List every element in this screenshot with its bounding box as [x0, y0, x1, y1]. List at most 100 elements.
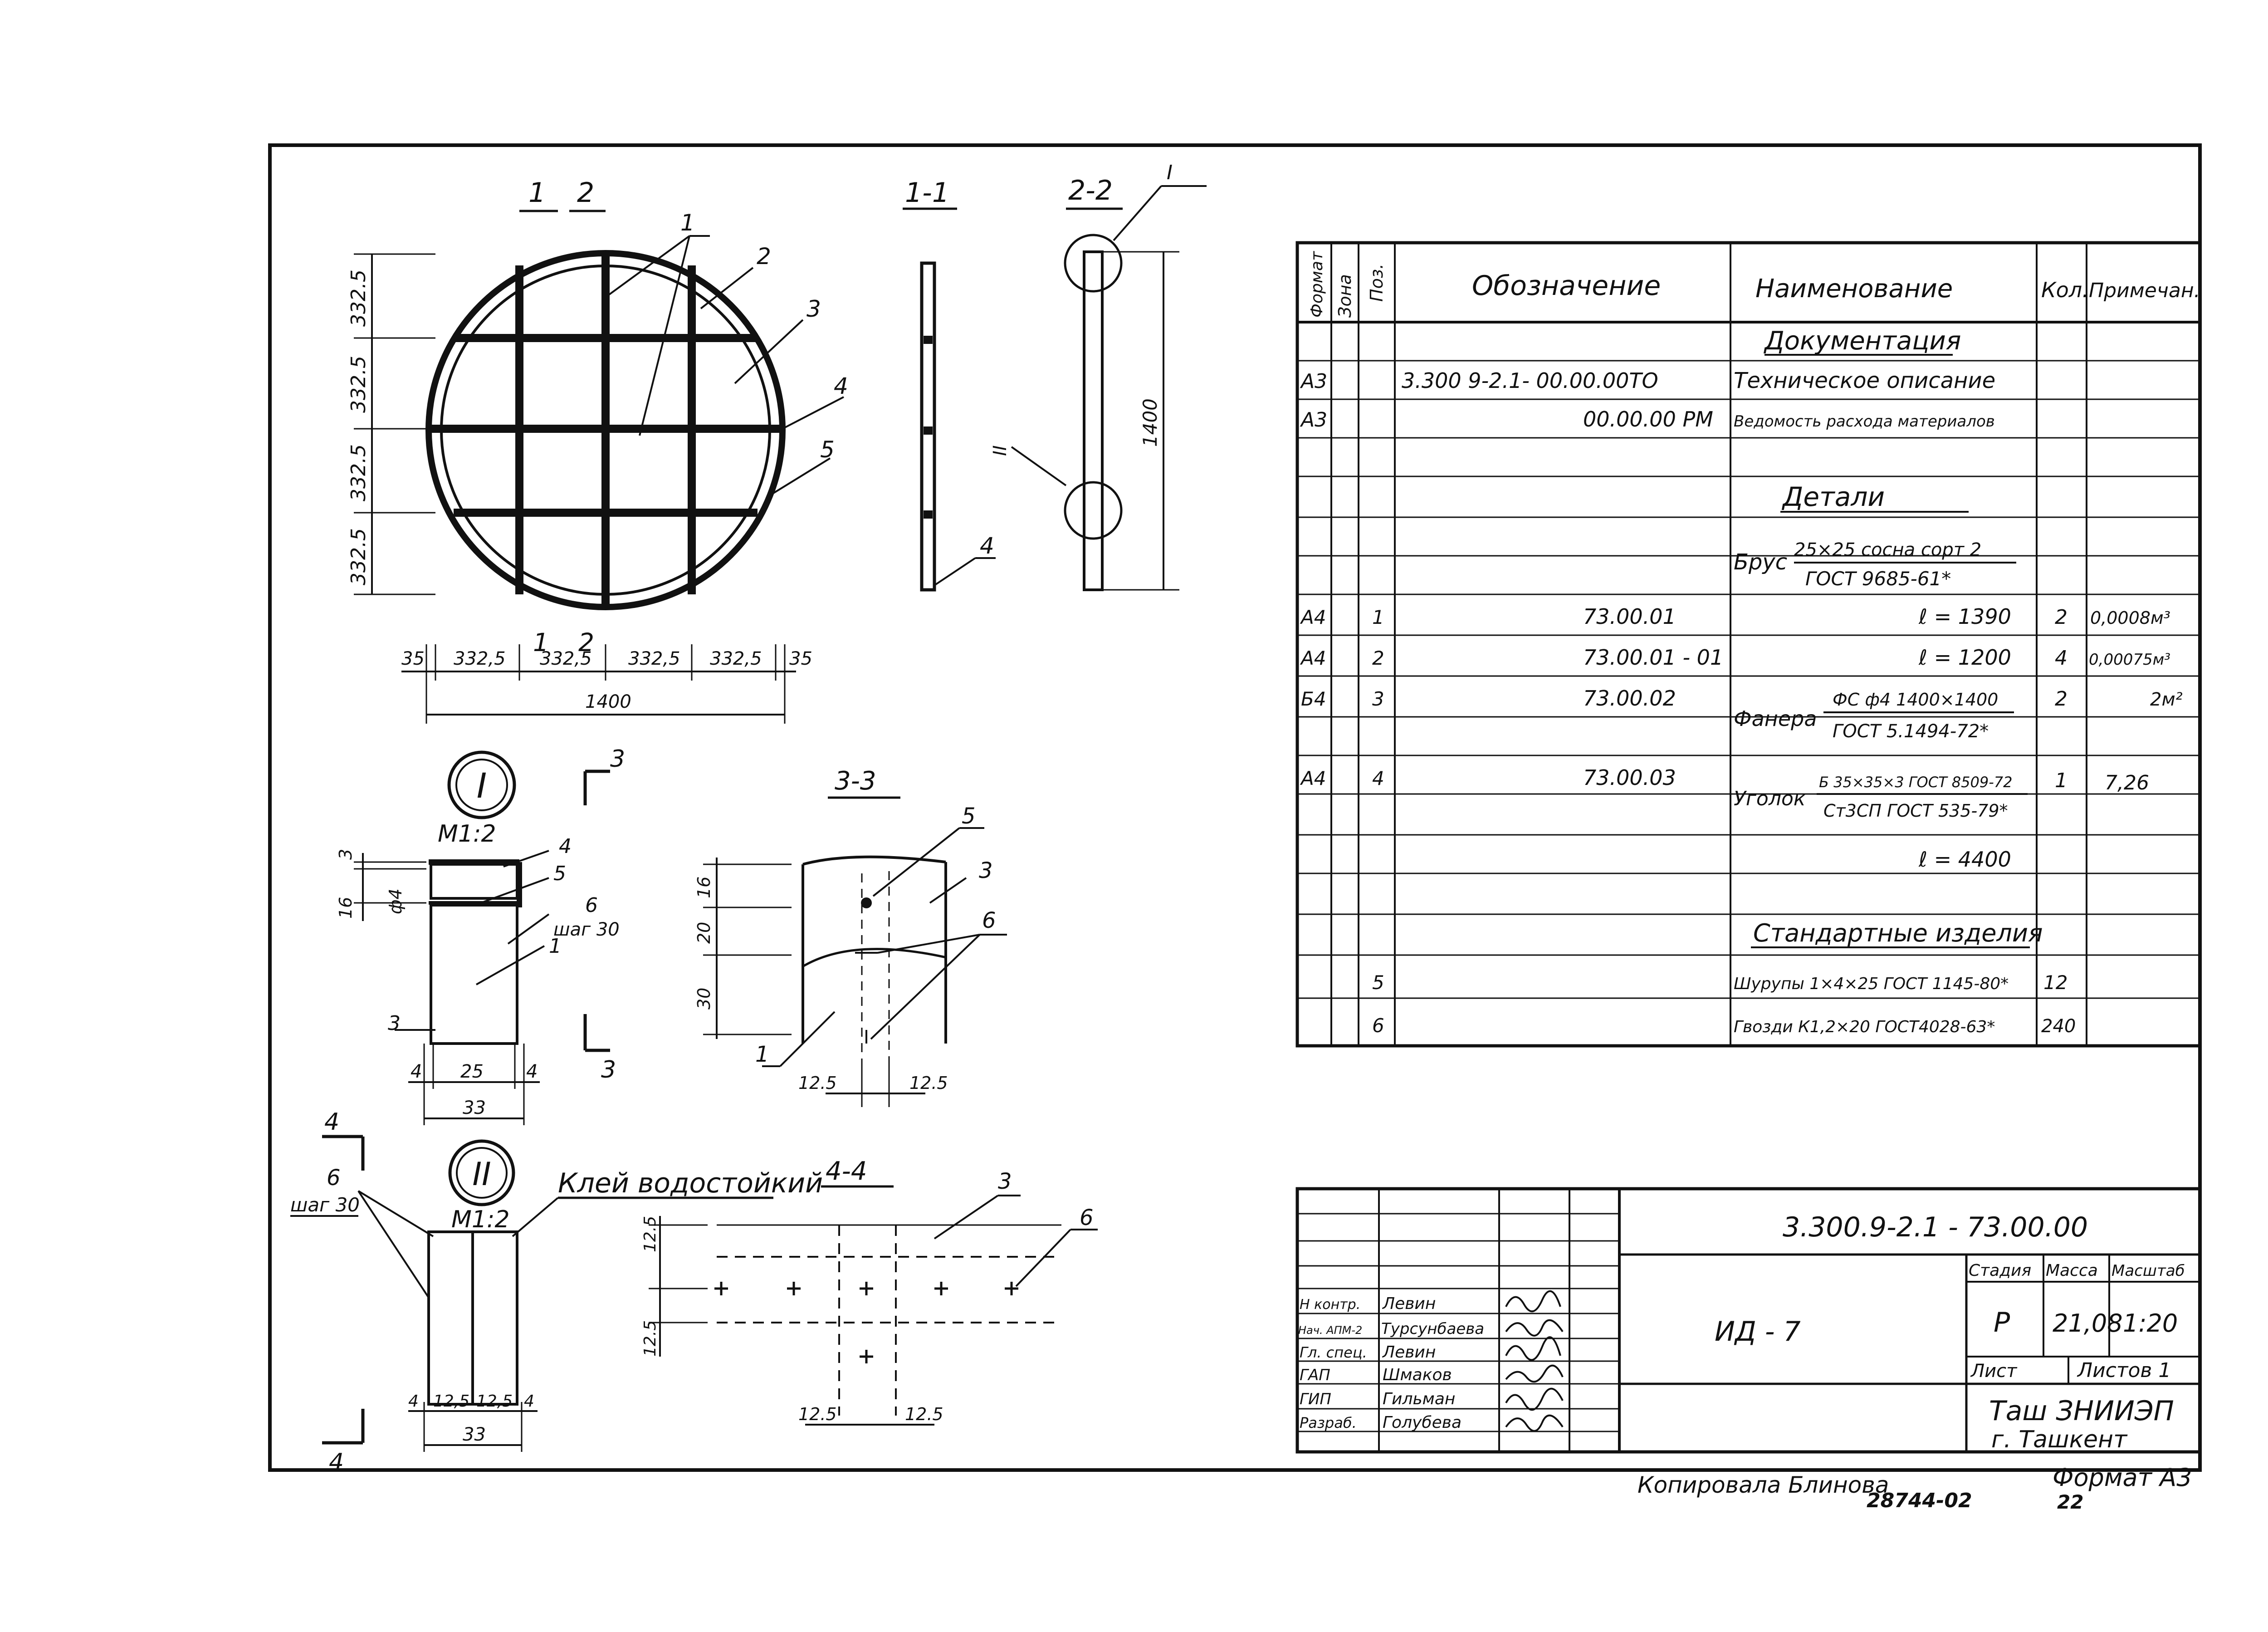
plan-pos-2: 2 [757, 243, 771, 270]
spec-p2-pos: 2 [1372, 647, 1384, 669]
tb-item: ИД - 7 [1715, 1316, 1801, 1348]
tb-role-3: ГАП [1300, 1366, 1330, 1384]
spec-p1-note: 0,0008м³ [2090, 608, 2170, 628]
spec-p2-note: 0,00075м³ [2089, 651, 2170, 669]
detail-I-dim-phi: ф4 [386, 888, 406, 914]
spec-row-materials-format: А3 [1300, 408, 1327, 431]
tb-mass-label: Масса [2046, 1261, 2098, 1280]
section-3-3-dim-b2: 12.5 [909, 1073, 948, 1093]
spec-p4-qty: 1 [2055, 769, 2068, 792]
spec-p3-pos: 3 [1372, 688, 1384, 710]
detail-II-roman: II [472, 1156, 491, 1193]
detail-I-cut-top: 3 [610, 745, 625, 773]
section-1-1: 1-1 4 [903, 177, 996, 592]
spec-p5-pos: 5 [1372, 971, 1384, 994]
spec-brus-name: Брус [1734, 549, 1787, 575]
section-4-4-title: 4-4 [826, 1157, 867, 1186]
spec-p1-qty: 2 [2055, 606, 2068, 629]
section-3-3-pos-3: 3 [979, 858, 993, 883]
tb-role-4: ГИП [1300, 1390, 1331, 1408]
tb-name-5: Голубева [1383, 1413, 1461, 1432]
spec-section-standard: Стандартные изделия [1753, 919, 2043, 947]
plan-dim-v-2: 332.5 [347, 356, 370, 413]
tb-city: г. Ташкент [1991, 1426, 2128, 1453]
spec-p3-note: 2м² [2150, 689, 2183, 710]
section-4-4-dim-l2: 12.5 [641, 1320, 660, 1357]
spec-brus-top: 25×25 сосна сорт 2 [1794, 539, 1981, 560]
plan-dim-h-4: 332,5 [628, 648, 680, 669]
plan-dim-h-2: 332,5 [454, 648, 506, 669]
section-2-2-callout-I: I [1167, 161, 1173, 184]
tb-role-5: Разраб. [1300, 1414, 1357, 1431]
spec-p4-top: Б 35×35×3 ГОСТ 8509-72 [1819, 774, 2013, 791]
spec-row-materials-name: Ведомость расхода материалов [1734, 412, 1995, 431]
plan-cut-2-top: 2 [577, 177, 594, 209]
tb-name-0: Левин [1382, 1294, 1436, 1313]
spec-p2-designation: 73.00.01 - 01 [1583, 645, 1723, 670]
section-4-4-pos-3: 3 [998, 1169, 1012, 1194]
detail-II-dim-b3: 12,5 [476, 1392, 513, 1411]
spec-p5-name: Шурупы 1×4×25 ГОСТ 1145-80* [1734, 975, 2009, 993]
section-3-3-dim-b1: 12.5 [798, 1073, 837, 1093]
tb-name-1: Турсунбаева [1381, 1320, 1484, 1338]
spec-p1-format: А4 [1300, 606, 1326, 628]
detail-II-pos-6: 6 [327, 1165, 341, 1191]
tb-sheets-label: Листов 1 [2077, 1359, 2171, 1382]
section-1-1-title: 1-1 [905, 177, 949, 209]
spec-p1-pos: 1 [1372, 606, 1384, 628]
section-3-3-title: 3-3 [835, 766, 876, 796]
spec-row-tech-format: А3 [1300, 370, 1327, 393]
plan-view: 1 2 3 4 5 1 2 1 2 332.5 332.5 332.5 332.… [347, 177, 848, 724]
detail-II-scale: M1:2 [451, 1206, 510, 1233]
tb-mass: 21,08 [2053, 1309, 2123, 1338]
spec-p4-designation: 73.00.03 [1583, 765, 1676, 790]
section-2-2-height: 1400 [1139, 398, 1161, 447]
detail-I-dim-total: 33 [463, 1098, 486, 1118]
footer-number: 28744-02 [1867, 1489, 1972, 1512]
plan-dim-v-3: 332.5 [347, 444, 370, 501]
spec-p3-format: Б4 [1301, 688, 1326, 710]
plan-pos-4: 4 [834, 373, 848, 399]
spec-row-tech-name: Техническое описание [1734, 368, 1995, 393]
spec-p4-bottom: Ст3СП ГОСТ 535-79* [1823, 801, 2008, 821]
detail-I-roman: I [477, 765, 487, 806]
section-4-4: 4-4 3 6 12.5 12.5 12.5 12.5 [641, 1157, 1098, 1426]
detail-I-dim-16: 16 [336, 897, 356, 919]
spec-p2-qty: 4 [2055, 647, 2068, 670]
detail-I-scale: M1:2 [438, 820, 496, 848]
spec-header-format: Формат [1308, 251, 1326, 318]
plan-dim-total: 1400 [585, 691, 631, 712]
spec-row-materials-designation: 00.00.00 РМ [1583, 407, 1713, 431]
detail-II-dim-b2: 12,5 [433, 1392, 469, 1411]
detail-I-pos-6: 6 [585, 894, 598, 917]
plan-dim-v-1: 332.5 [347, 270, 370, 327]
detail-II-step: шаг 30 [290, 1194, 360, 1216]
spec-p3-qty: 2 [2055, 687, 2068, 711]
tb-name-3: Шмаков [1383, 1366, 1452, 1384]
tb-sheet-label: Лист [1970, 1361, 2018, 1382]
plan-cut-2-bot: 2 [578, 628, 594, 657]
tb-scale-label: Масштаб [2112, 1262, 2185, 1280]
section-3-3-dim-30: 30 [694, 988, 714, 1010]
plan-dim-h-1: 35 [401, 648, 425, 669]
tb-org: Таш ЗНИИЭП [1989, 1395, 2174, 1427]
tb-stage: Р [1994, 1307, 2010, 1338]
plan-dim-h-3: 332,5 [540, 648, 592, 669]
tb-stage-label: Стадия [1969, 1261, 2031, 1280]
tb-role-2: Гл. спец. [1300, 1344, 1367, 1361]
spec-p2-name: ℓ = 1200 [1918, 645, 2011, 670]
tb-role-1: Нач. АПМ-2 [1298, 1324, 1362, 1337]
spec-p4-length: ℓ = 4400 [1918, 847, 2011, 872]
plan-dim-v-4: 332.5 [347, 528, 370, 585]
detail-I-pos-5: 5 [553, 862, 566, 885]
spec-p5-qty: 12 [2043, 971, 2068, 994]
detail-I-dim-b2: 25 [460, 1061, 484, 1082]
title-block: Н контр. Левин Нач. АПМ-2 Турсунбаева Гл… [1295, 1187, 2202, 1454]
tb-scale: 1:20 [2123, 1309, 2178, 1338]
section-3-3-pos-5: 5 [962, 804, 976, 829]
footer-copied: Копировала Блинова [1637, 1472, 1889, 1498]
section-2-2-callout-II: II [990, 445, 1011, 456]
detail-I-cut-bot: 3 [601, 1056, 616, 1083]
spec-header-designation: Обозначение [1472, 270, 1661, 302]
section-2-2-title: 2-2 [1068, 175, 1113, 206]
